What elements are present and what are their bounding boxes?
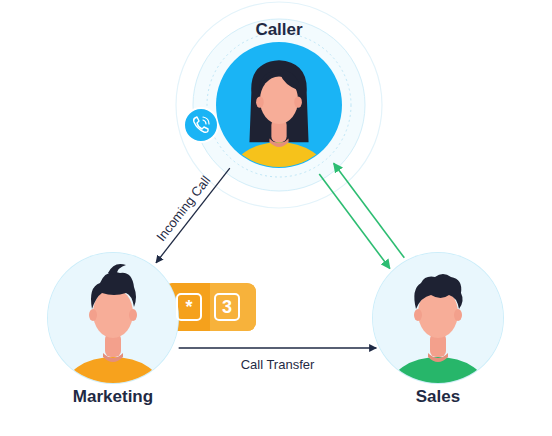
sales-node: Sales bbox=[373, 253, 503, 408]
phone-badge bbox=[184, 108, 218, 142]
caller-node: Caller bbox=[217, 19, 341, 167]
edge-label: Incoming Call bbox=[151, 170, 215, 246]
person-circle bbox=[48, 253, 178, 383]
keypad-key: * bbox=[176, 293, 202, 321]
node-name: Sales bbox=[412, 386, 464, 408]
marketing-node: Marketing bbox=[48, 253, 178, 408]
node-name: Marketing bbox=[69, 386, 157, 408]
connector-arrow bbox=[179, 347, 377, 348]
person-circle bbox=[217, 43, 341, 167]
person-avatar bbox=[48, 253, 178, 383]
person-avatar bbox=[373, 253, 503, 383]
person-circle bbox=[373, 253, 503, 383]
person-avatar bbox=[217, 43, 341, 167]
node-name: Caller bbox=[251, 19, 306, 41]
edge-label: Call Transfer bbox=[238, 357, 318, 372]
connector-arrow bbox=[334, 163, 405, 258]
keypad-key: 3 bbox=[214, 293, 240, 321]
